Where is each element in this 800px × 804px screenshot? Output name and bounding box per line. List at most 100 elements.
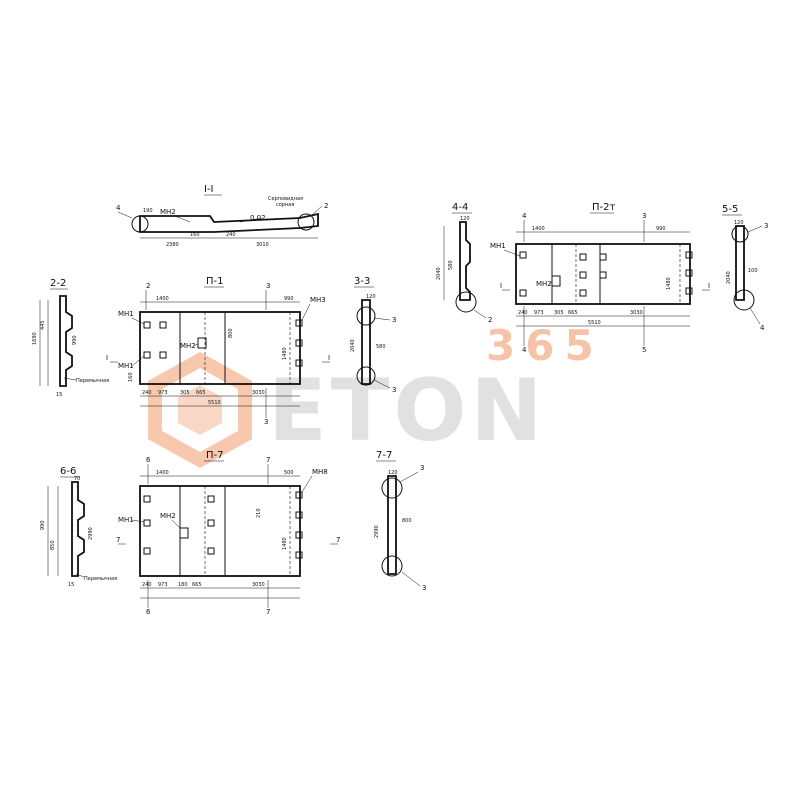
section-1-1-marker-4: 4 — [116, 204, 121, 212]
panel-p1-mn3: МН3 — [310, 296, 326, 304]
panel-p2t-cut-right: I — [708, 282, 710, 290]
panel-p7-dim-1400: 1400 — [156, 470, 169, 476]
section-3-3-marker-3-bottom: 3 — [392, 386, 396, 394]
section-2-2-haunch: Перемычная — [76, 378, 109, 384]
section-2-2-title: 2-2 — [50, 278, 66, 289]
section-5-5-marker-3: 3 — [764, 222, 768, 230]
section-5-5-dim-2040: 2040 — [726, 271, 732, 284]
section-5-5-marker-4: 4 — [760, 324, 765, 332]
section-3-3-dim-580: 580 — [376, 344, 386, 350]
section-1-1-dim-190: 190 — [143, 208, 153, 214]
panel-p2t-mn1: МН1 — [490, 242, 506, 250]
section-4-4-dim-2040: 2040 — [436, 267, 442, 280]
panel-p2t-cut-left: I — [500, 282, 502, 290]
section-4-4: 4-4 2040 580 2 120 — [436, 202, 492, 324]
panel-p2t-mn2: МН2 — [536, 280, 552, 288]
panel-p1-title: П-1 — [206, 276, 224, 287]
section-6-6-haunch: Перемычная — [84, 576, 117, 582]
panel-p2t-dim-305: 305 — [554, 310, 564, 316]
section-1-1-marker-2: 2 — [324, 202, 328, 210]
section-2-2-dim-1690: 1690 — [32, 332, 38, 345]
section-6-6-dim-850: 850 — [50, 540, 56, 550]
panel-p7-marker-7-top: 7 — [266, 456, 270, 464]
section-2-2-dim-15: 15 — [56, 392, 62, 398]
section-5-5-dim-100: 100 — [748, 268, 758, 274]
panel-p2t-dim-1480: 1480 — [666, 277, 672, 290]
panel-p2t-title: П-2т — [592, 202, 615, 213]
panel-p7-dim-665: 665 — [192, 582, 202, 588]
section-2-2-dim-990: 990 — [72, 335, 78, 345]
panel-p7-marker-6-top: 6 — [146, 456, 151, 464]
panel-p2t-dim-240: 240 — [518, 310, 528, 316]
section-7-7-dim-2990: 2990 — [374, 525, 380, 538]
section-7-7-title: 7-7 — [376, 450, 392, 461]
panel-p1: П-1 1400 990 МН1 МН1 МН2 МН3 2 3 3 I I — [106, 276, 330, 426]
panel-p1-cut-right: I — [328, 354, 330, 362]
section-5-5: 5-5 3 4 2040 100 120 — [722, 204, 768, 332]
panel-p7-dim-210: 210 — [256, 508, 262, 518]
section-6-6: 6-6 2990 990 850 Перемычная 15 70 — [40, 466, 117, 588]
section-6-6-dim-2990: 2990 — [88, 527, 94, 540]
section-1-1-dim-2380: 2380 — [166, 242, 179, 248]
panel-p1-mn2: МН2 — [180, 342, 196, 350]
section-7-7-marker-3-top: 3 — [420, 464, 424, 472]
section-2-2: 2-2 1690 990 445 Перемычная 15 — [32, 278, 109, 398]
section-4-4-dim-580: 580 — [448, 260, 454, 270]
panel-p7-mn8: МН8 — [312, 468, 328, 476]
section-3-3-title: 3-3 — [354, 276, 370, 287]
panel-p7-cut-right: 7 — [336, 536, 340, 544]
section-7-7-dim-800: 800 — [402, 518, 412, 524]
panel-p1-dim-5510: 5510 — [208, 400, 221, 406]
panel-p1-dim-3030: 3030 — [252, 390, 265, 396]
panel-p7-dim-180: 180 — [178, 582, 188, 588]
panel-p7-dim-240: 240 — [142, 582, 152, 588]
panel-p2t-dim-665: 665 — [568, 310, 578, 316]
panel-p1-cut-left: I — [106, 354, 108, 362]
panel-p1-dim-990: 990 — [284, 296, 294, 302]
panel-p2t-dim-1400: 1400 — [532, 226, 545, 232]
section-1-1-dim-160: 160 — [190, 232, 200, 238]
panel-p1-dim-1480: 1480 — [282, 347, 288, 360]
panel-p1-dim-305: 305 — [180, 390, 190, 396]
section-1-1-title: I-I — [204, 184, 214, 195]
section-5-5-dim-120: 120 — [734, 220, 744, 226]
watermark-digits: 365 — [486, 321, 604, 370]
section-3-3-dim-2040: 2040 — [350, 339, 356, 352]
panel-p1-dim-240: 240 — [142, 390, 152, 396]
section-4-4-marker-2: 2 — [488, 316, 492, 324]
panel-p1-marker-3-top: 3 — [266, 282, 270, 290]
watermark-logo-inner — [178, 385, 222, 435]
panel-p1-marker-3-bottom: 3 — [264, 418, 268, 426]
panel-p7-title: П-7 — [206, 450, 224, 461]
section-1-1-note-1: Серповидная — [268, 196, 303, 202]
section-3-3-dim-120: 120 — [366, 294, 376, 300]
section-2-2-dim-445: 445 — [40, 320, 46, 330]
panel-p2t-dim-3030: 3030 — [630, 310, 643, 316]
panel-p2t: П-2т 1400 990 МН1 МН2 4 3 4 5 I I — [490, 202, 710, 354]
section-1-1: I-I 4 2 МН2 0,02 Серповидная сорная 2380… — [116, 184, 328, 248]
panel-p2t-marker-3: 3 — [642, 212, 646, 220]
panel-p2t-dim-990: 990 — [656, 226, 666, 232]
panel-p7-mn2: МН2 — [160, 512, 176, 520]
panel-p7-marker-6-bottom: 6 — [146, 608, 151, 616]
panel-p7-dim-1480: 1480 — [282, 537, 288, 550]
section-1-1-slope: 0,02 — [250, 214, 266, 222]
watermark-word: ETON — [268, 361, 547, 461]
section-1-1-note-2: сорная — [276, 202, 294, 208]
panel-p2t-dim-5510: 5510 — [588, 320, 601, 326]
section-3-3-marker-3-top: 3 — [392, 316, 396, 324]
section-5-5-title: 5-5 — [722, 204, 738, 215]
watermark-logo-hexagon — [148, 351, 252, 469]
panel-p1-mn1-bottom: МН1 — [118, 362, 134, 370]
watermark: 365 ETON — [148, 321, 604, 469]
panel-p7-mn1: МН1 — [118, 516, 134, 524]
panel-p2t-marker-4-top: 4 — [522, 212, 527, 220]
panel-p1-dim-665: 665 — [196, 390, 206, 396]
panel-p7-cut-left: 7 — [116, 536, 120, 544]
panel-p2t-marker-4-bottom: 4 — [522, 346, 527, 354]
panel-p1-dim-800: 800 — [228, 328, 234, 338]
section-7-7-dim-120: 120 — [388, 470, 398, 476]
section-6-6-dim-990: 990 — [40, 520, 46, 530]
section-1-1-dim-3010: 3010 — [256, 242, 269, 248]
